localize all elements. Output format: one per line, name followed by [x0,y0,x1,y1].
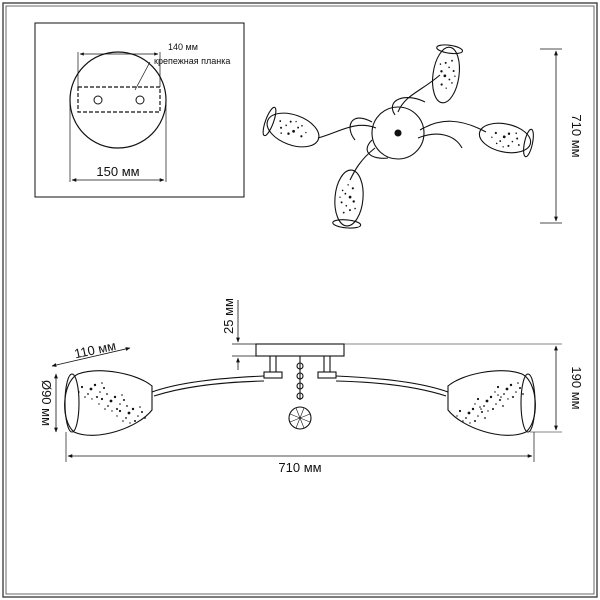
shade-length-dimension: 110 мм [51,338,131,367]
mount-detail: 150 мм 140 мм крепежная планка [34,22,245,198]
side-view [64,343,536,436]
mount-hole-right [135,95,145,105]
total-height-label: 190 мм [569,366,584,409]
stem-height-dimension: 25 мм [221,298,256,370]
total-width-label: 710 мм [278,460,321,475]
top-shade-right [478,122,534,158]
top-view-span-label: 710 мм [569,114,584,157]
bracket-label-text: крепежная планка [154,56,230,66]
side-shade-left [64,370,153,436]
total-height-dimension: 190 мм [344,343,584,433]
side-shade-right [447,370,536,436]
total-width-dimension: 710 мм [65,432,535,475]
plate-width-label: 150 мм [96,164,139,179]
top-view [262,44,534,229]
side-view-canopy [255,343,345,357]
mount-bracket [77,86,161,113]
shade-diameter-dimension: Ø90 мм [39,373,58,433]
top-shade-top [431,44,464,104]
top-view-center-plate [371,106,425,160]
mount-detail-box [34,22,245,198]
stem-height-label: 25 мм [221,298,236,334]
bracket-label: крепежная планка [154,56,230,66]
bracket-length-label: 140 мм [168,42,198,52]
top-view-span-dimension: 710 мм [540,48,584,224]
mount-hole-left [93,95,103,105]
shade-diameter-label: Ø90 мм [39,380,54,426]
mount-plate-circle [69,51,167,149]
shade-length-label: 110 мм [73,338,117,361]
top-shade-bottom [332,169,364,229]
top-shade-left [262,106,320,148]
inner-frame [5,5,595,595]
pendant-crystal-ball [288,406,312,430]
